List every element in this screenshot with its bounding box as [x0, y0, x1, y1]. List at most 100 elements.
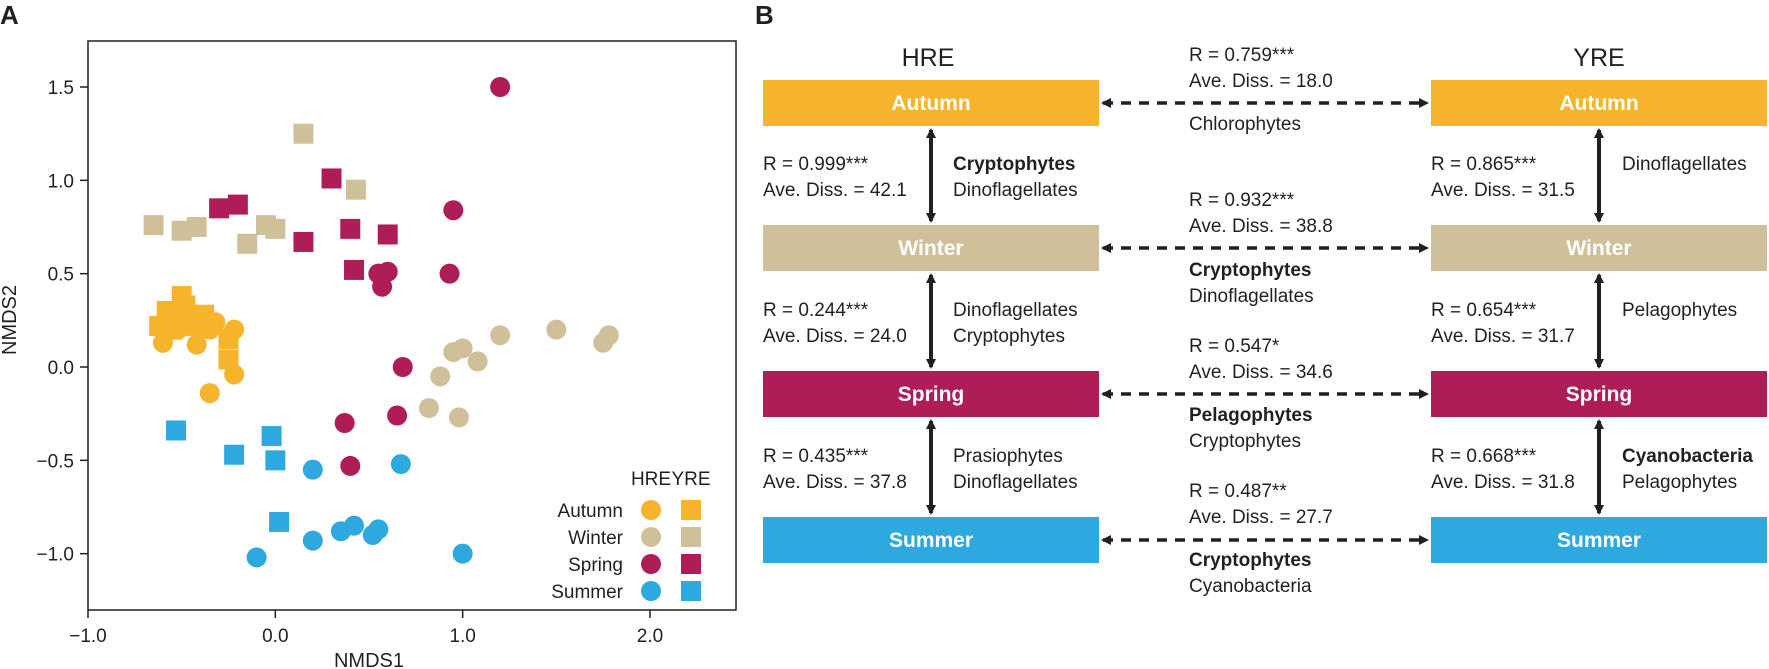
point-hre-winter: [467, 351, 488, 372]
between-taxon: Chlorophytes: [1189, 114, 1301, 135]
point-hre-summer: [344, 515, 365, 536]
point-yre-winter: [186, 217, 207, 237]
legend-label: Spring: [568, 555, 623, 576]
season-box-hre-spring: [763, 371, 1099, 417]
y-axis-title: NMDS2: [0, 285, 21, 355]
point-hre-spring: [490, 77, 511, 97]
point-yre-spring: [377, 224, 398, 245]
yre-within-taxon: Pelagophytes: [1622, 472, 1737, 493]
point-hre-autumn: [186, 334, 207, 355]
between-dissimilarity: Ave. Diss. = 34.6: [1189, 362, 1333, 383]
hre-within-taxon: Cryptophytes: [953, 326, 1065, 347]
season-box-yre-summer: [1431, 517, 1767, 563]
legend-square-marker: [681, 554, 701, 574]
point-hre-winter: [448, 407, 469, 428]
between-taxon: Cryptophytes: [1189, 260, 1311, 281]
between-taxon: Cryptophytes: [1189, 550, 1311, 571]
panel-b-letter: B: [755, 0, 774, 30]
between-dissimilarity: Ave. Diss. = 27.7: [1189, 507, 1333, 528]
between-dissimilarity: Ave. Diss. = 18.0: [1189, 71, 1333, 92]
yre-within-r-value: R = 0.865***: [1431, 154, 1537, 175]
hre-within-taxon: Dinoflagellates: [953, 180, 1078, 201]
hre-within-taxon: Dinoflagellates: [953, 472, 1078, 493]
legend-label: Summer: [551, 582, 623, 603]
point-yre-winter: [345, 179, 366, 200]
point-yre-spring: [344, 259, 365, 280]
point-yre-summer: [269, 511, 290, 532]
panel-a-letter: A: [0, 0, 19, 30]
hre-within-taxon: Prasiophytes: [953, 446, 1063, 467]
hre-within-dissimilarity: Ave. Diss. = 37.8: [763, 472, 907, 493]
point-hre-spring: [392, 357, 413, 377]
legend-square-marker: [681, 527, 701, 547]
legend-square-marker: [681, 500, 701, 520]
yre-within-r-value: R = 0.668***: [1431, 446, 1537, 467]
season-label: Winter: [1566, 237, 1631, 260]
season-box-hre-summer: [763, 517, 1099, 563]
legend-col-header: YRE: [671, 469, 710, 490]
legend-label: Winter: [568, 528, 624, 549]
yre-within-dissimilarity: Ave. Diss. = 31.5: [1431, 180, 1575, 201]
point-hre-summer: [452, 543, 473, 564]
between-r-value: R = 0.932***: [1189, 190, 1295, 211]
x-tick-label: 2.0: [637, 626, 663, 647]
point-yre-autumn: [194, 304, 215, 325]
point-hre-spring: [443, 200, 464, 221]
legend-square-marker: [681, 581, 701, 601]
between-r-value: R = 0.547*: [1189, 336, 1280, 357]
x-tick-label: −1.0: [69, 626, 107, 647]
between-taxon: Pelagophytes: [1189, 405, 1313, 426]
between-taxon: Dinoflagellates: [1189, 286, 1314, 307]
x-tick-label: 0.0: [262, 626, 288, 647]
point-yre-winter: [265, 218, 286, 239]
season-label: Summer: [889, 529, 973, 552]
point-yre-summer: [224, 444, 245, 465]
yre-within-dissimilarity: Ave. Diss. = 31.8: [1431, 472, 1575, 493]
plot-frame: [87, 40, 737, 611]
hre-within-r-value: R = 0.244***: [763, 300, 869, 321]
point-yre-autumn: [218, 329, 239, 349]
x-tick-label: 1.0: [449, 626, 475, 647]
between-taxon: Cryptophytes: [1189, 431, 1301, 452]
season-box-hre-autumn: [763, 80, 1099, 126]
x-axis-ticks: −1.0 0.0 1.0 2.0: [69, 610, 663, 647]
season-box-yre-spring: [1431, 371, 1767, 417]
between-r-value: R = 0.759***: [1189, 45, 1295, 66]
point-yre-summer: [166, 420, 187, 441]
point-hre-summer: [246, 547, 267, 568]
point-hre-spring: [340, 455, 361, 476]
point-hre-summer: [368, 519, 389, 540]
y-tick-label: −1.0: [36, 545, 74, 566]
legend-circle-marker: [641, 581, 661, 601]
between-dissimilarity: Ave. Diss. = 38.8: [1189, 216, 1333, 237]
hre-within-dissimilarity: Ave. Diss. = 42.1: [763, 180, 907, 201]
between-taxon: Cyanobacteria: [1189, 576, 1312, 597]
point-hre-spring: [334, 413, 355, 433]
point-yre-spring: [340, 218, 361, 239]
point-yre-spring: [321, 168, 342, 189]
scatter-points: [143, 77, 619, 568]
hre-within-r-value: R = 0.435***: [763, 446, 869, 467]
yre-within-dissimilarity: Ave. Diss. = 31.7: [1431, 326, 1575, 347]
y-tick-label: 1.5: [48, 78, 74, 99]
point-hre-autumn: [199, 383, 220, 404]
yre-within-taxon: Pelagophytes: [1622, 300, 1737, 321]
point-hre-summer: [390, 454, 411, 475]
yre-within-taxon: Dinoflagellates: [1622, 154, 1747, 175]
y-tick-label: 0.5: [48, 265, 74, 286]
point-yre-winter: [237, 233, 258, 254]
point-hre-winter: [490, 325, 511, 346]
yre-column-header: YRE: [1573, 44, 1624, 72]
point-yre-autumn: [156, 301, 177, 321]
season-label: Winter: [898, 237, 963, 260]
hre-within-r-value: R = 0.999***: [763, 154, 869, 175]
legend-label: Autumn: [558, 501, 623, 522]
season-label: Summer: [1557, 529, 1641, 552]
y-tick-label: 0.0: [48, 358, 74, 379]
point-yre-spring: [227, 194, 248, 215]
point-yre-summer: [265, 450, 286, 471]
